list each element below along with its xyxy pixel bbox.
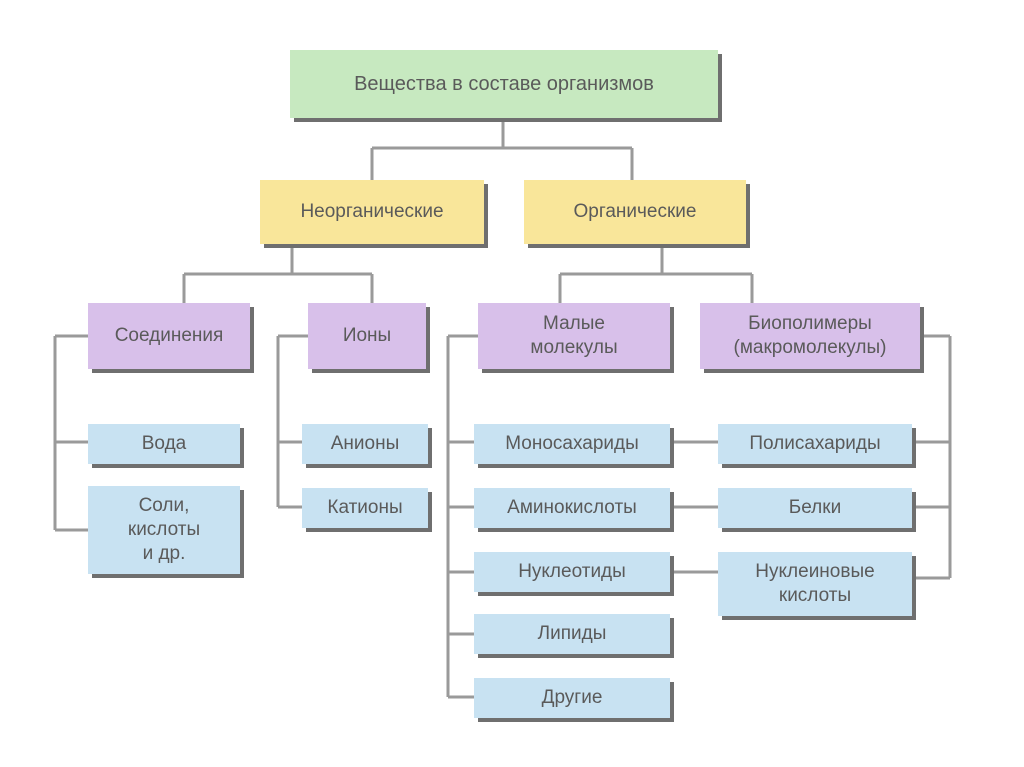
compounds-node: Соединения (88, 303, 250, 369)
ions-node: Ионы (308, 303, 426, 369)
biopolymers-node: Биополимеры (макромолекулы) (700, 303, 920, 369)
organic-node: Органические (524, 180, 746, 244)
small-molecules-node: Малые молекулы (478, 303, 670, 369)
nucleic-acids-node: Нуклеиновые кислоты (718, 552, 912, 616)
monosaccharides-node: Моносахариды (474, 424, 670, 464)
water-node: Вода (88, 424, 240, 464)
salts-node: Соли, кислоты и др. (88, 486, 240, 574)
root-node: Вещества в составе организмов (290, 50, 718, 118)
lipids-node: Липиды (474, 614, 670, 654)
others-node: Другие (474, 678, 670, 718)
anions-node: Анионы (302, 424, 428, 464)
proteins-node: Белки (718, 488, 912, 528)
cations-node: Катионы (302, 488, 428, 528)
amino-acids-node: Аминокислоты (474, 488, 670, 528)
nucleotides-node: Нуклеотиды (474, 552, 670, 592)
polysaccharides-node: Полисахариды (718, 424, 912, 464)
inorganic-node: Неорганические (260, 180, 484, 244)
